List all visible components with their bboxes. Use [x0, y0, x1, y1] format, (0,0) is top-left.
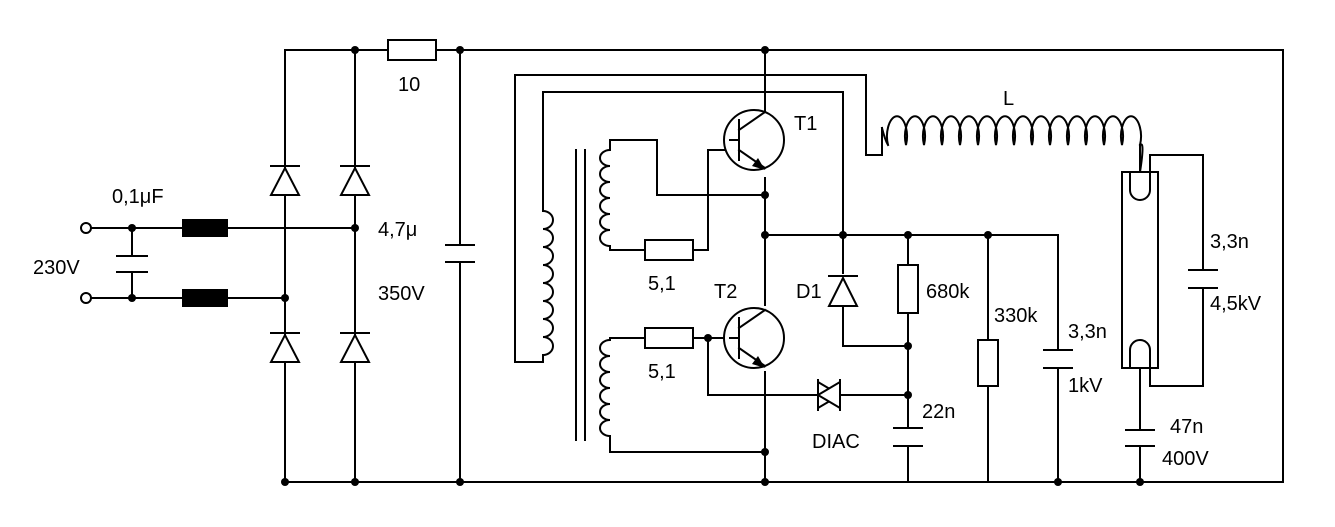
choke-bottom: [182, 289, 228, 307]
label-cap-in: 0,1μF: [112, 186, 164, 208]
label-cap-47n-value: 47n: [1170, 416, 1203, 438]
label-cap-33n-1kv-voltage: 1kV: [1068, 375, 1103, 397]
capacitor-3n3-4kv5: [1188, 269, 1218, 289]
label-res-680k: 680k: [926, 281, 970, 303]
mains-input: [80, 219, 356, 307]
label-transistor-top: T1: [794, 113, 817, 135]
transformer-secondary-bottom-coil: [599, 339, 611, 437]
label-res-base-bottom: 5,1: [648, 361, 676, 383]
diode-d1: [827, 234, 909, 347]
label-cap-tube-value: 3,3n: [1210, 231, 1249, 253]
base-resistor-top: [644, 239, 694, 261]
input-capacitor: [116, 227, 148, 299]
diac: [816, 379, 909, 411]
label-res-330k: 330k: [994, 305, 1038, 327]
label-cap-tube-voltage: 4,5kV: [1210, 293, 1262, 315]
resistor-680k: [897, 234, 919, 483]
inductor-l: [886, 115, 1142, 146]
label-diode: D1: [796, 281, 822, 303]
resistor-330k: [977, 234, 999, 483]
transistor-t2: [723, 307, 785, 369]
transformer-primary-coil: [542, 210, 554, 356]
fluorescent-tube: [1121, 144, 1204, 483]
bridge-diode-3: [269, 332, 301, 363]
label-res-input: 10: [398, 74, 420, 96]
bridge-diode-4: [339, 332, 371, 363]
bridge-diode-2: [339, 165, 371, 196]
capacitor-47n: [1125, 429, 1155, 447]
transistor-t1: [723, 109, 785, 171]
input-resistor: [387, 39, 437, 61]
label-cap-47n-voltage: 400V: [1162, 448, 1209, 470]
label-cap-33n-1kv-value: 3,3n: [1068, 321, 1107, 343]
label-diac: DIAC: [812, 431, 860, 453]
label-mains: 230V: [33, 257, 80, 279]
bridge-rectifier: [269, 49, 1284, 483]
label-inductor: L: [1003, 88, 1014, 110]
input-terminal-top: [80, 222, 92, 234]
label-res-base-top: 5,1: [648, 273, 676, 295]
bulk-capacitor: [445, 49, 475, 483]
choke-top: [182, 219, 228, 237]
transformer: [514, 74, 883, 453]
bridge-diode-1: [269, 165, 301, 196]
label-transistor-bottom: T2: [714, 281, 737, 303]
capacitor-22n: [893, 427, 923, 447]
transformer-secondary-top-coil: [599, 149, 611, 247]
base-resistor-bottom: [644, 327, 694, 349]
capacitor-3n3-1kv: [1043, 349, 1073, 369]
label-cap-bridge-voltage: 350V: [378, 283, 425, 305]
junction-dots: [128, 46, 1144, 486]
label-cap-22n: 22n: [922, 401, 955, 423]
label-cap-bridge-value: 4,7μ: [378, 219, 417, 241]
input-terminal-bottom: [80, 292, 92, 304]
